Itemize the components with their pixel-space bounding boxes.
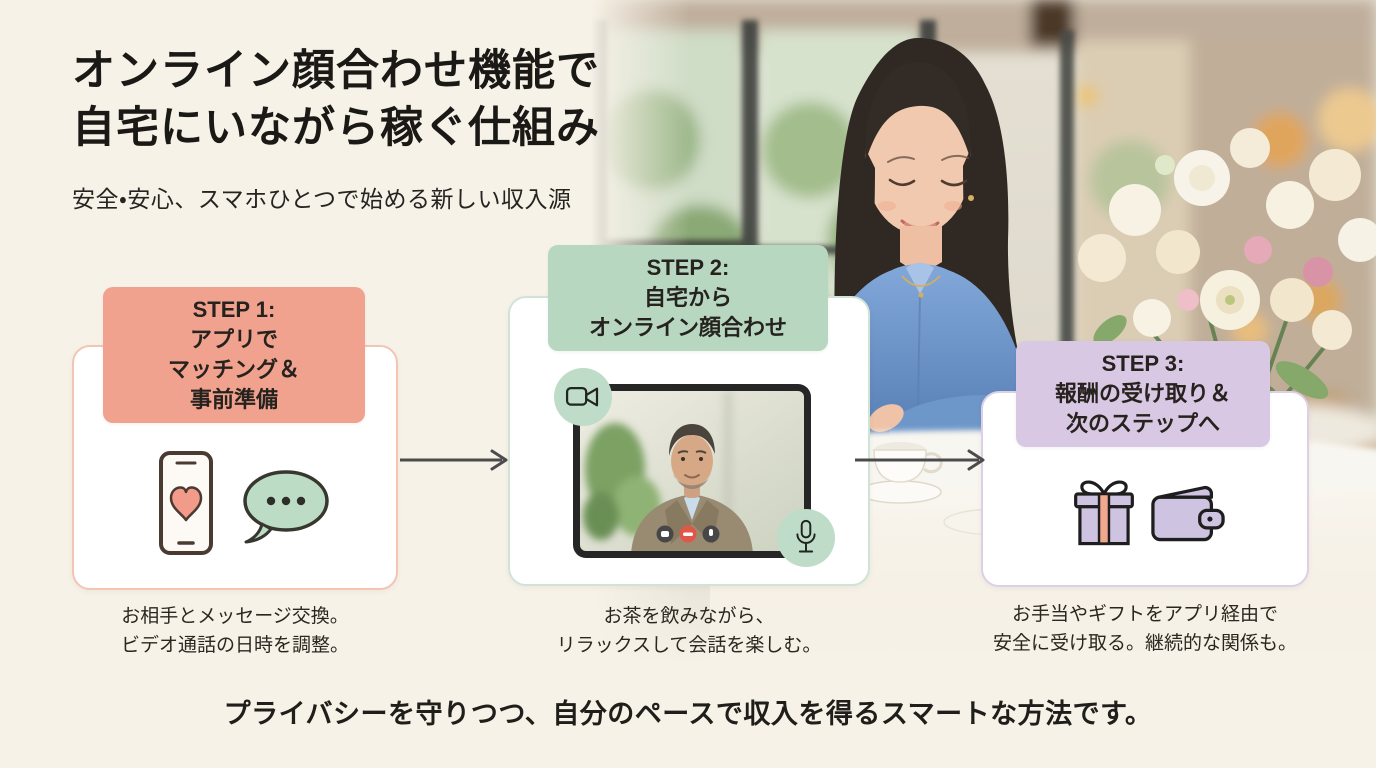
footer-note: プライバシーを守りつつ、自分のペースで収入を得るスマートな方法です。 xyxy=(223,699,1153,729)
smartphone-heart-icon xyxy=(159,451,213,555)
chat-bubble-icon xyxy=(243,470,329,544)
step-1-caption: お相手とメッセージ交換。 ビデオ通話の日時を調整。 xyxy=(120,606,349,657)
main-title: オンライン顔合わせ機能で 自宅にいながら稼ぐ仕組み xyxy=(72,48,600,152)
subtitle: 安全・安心、スマホひとつで始める新しい収入源 xyxy=(72,186,572,212)
step-1-header: STEP 1: アプリで マッチング＆ 事前準備 xyxy=(103,287,365,423)
step-3-caption: お手当やギフトをアプリ経由で 安全に受け取る。継続的な関係も。 xyxy=(992,604,1297,655)
roses xyxy=(1078,128,1376,350)
step-3-header: STEP 3: 報酬の受け取り＆ 次のステップへ xyxy=(1016,341,1270,447)
microphone-icon xyxy=(777,509,835,567)
step-2-caption: お茶を飲みながら、 リラックスして会話を楽しむ。 xyxy=(556,606,822,657)
video-call-tablet xyxy=(573,384,811,558)
arrow-step2-to-step3 xyxy=(855,449,985,471)
call-controls xyxy=(656,525,720,543)
video-camera-icon xyxy=(554,368,612,426)
gift-box-icon xyxy=(1074,480,1134,546)
step-2-header: STEP 2: 自宅から オンライン顔合わせ xyxy=(548,245,828,351)
wallet-icon xyxy=(1151,485,1225,542)
arrow-step1-to-step2 xyxy=(400,449,508,471)
